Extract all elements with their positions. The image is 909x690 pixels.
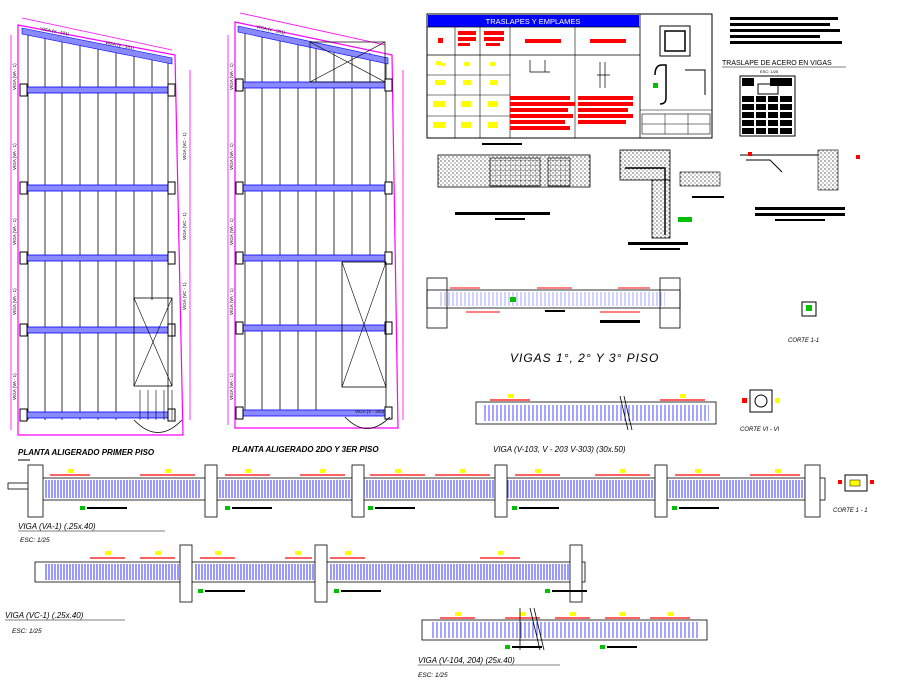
notes-block — [730, 17, 842, 44]
vigas-detail-top: VIGAS 1°, 2° Y 3° PISO — [426, 277, 681, 365]
viga-va1-scale: ESC: 1/25 — [20, 537, 50, 544]
svg-text:VIGA (VA - 1): VIGA (VA - 1) — [12, 218, 17, 245]
svg-text:VIGA (VA - 1): VIGA (VA - 1) — [229, 143, 234, 170]
corte-1-1-upper-label: CORTE 1-1 — [788, 338, 819, 344]
svg-text:VIGA (V - 201): VIGA (V - 201) — [256, 24, 286, 35]
svg-text:VIGA (VA - 1): VIGA (VA - 1) — [12, 143, 17, 170]
viga-vc1-scale: ESC: 1/25 — [12, 628, 42, 635]
traslapes-table: TRASLAPES Y EMPLAMES — [426, 13, 713, 139]
viga-v104-scale: ESC: 1/25 — [418, 672, 448, 679]
viga-v104: VIGA (V-104, 204) (25x.40) ESC: 1/25 — [418, 607, 708, 679]
plan-primer-piso-title: PLANTA ALIGERADO PRIMER PISO — [18, 448, 155, 457]
svg-text:VIGA (V - 101): VIGA (V - 101) — [40, 26, 70, 37]
traslape-acero-table: TRASLAPE DE ACERO EN VIGAS ESC: 1/25 — [722, 60, 846, 137]
viga-v103-title: VIGA (V-103, V - 203 V-303) (30x.50) — [493, 445, 626, 454]
plan-primer-piso: VIGA (VA - 1) VIGA (VA - 1) VIGA (VA - 1… — [10, 17, 191, 461]
svg-text:VIGA (VA - 1): VIGA (VA - 1) — [12, 63, 17, 90]
traslape-acero-title: TRASLAPE DE ACERO EN VIGAS — [722, 60, 832, 67]
svg-text:VIGA (VA - 1): VIGA (VA - 1) — [12, 288, 17, 315]
plan-2do-3er-piso-title: PLANTA ALIGERADO 2DO Y 3ER PISO — [232, 445, 379, 454]
svg-text:VIGA (VA - 1): VIGA (VA - 1) — [229, 373, 234, 400]
corte-vi-vi-label: CORTE VI - VI — [740, 427, 780, 433]
viga-v103: VIGA (V-103, V - 203 V-303) (30x.50) — [475, 394, 717, 454]
viga-va1-title: VIGA (VA-1) (.25x.40) — [18, 522, 96, 531]
svg-text:VIGA (VC - 1): VIGA (VC - 1) — [182, 132, 187, 160]
plan-2do-3er-piso: VIGA (VA - 1) VIGA (VA - 1) VIGA (VA - 1… — [227, 12, 404, 454]
traslape-acero-scale: ESC: 1/25 — [760, 69, 779, 74]
svg-text:VIGA (VA - 1): VIGA (VA - 1) — [229, 218, 234, 245]
svg-text:VIGA (VC - 1): VIGA (VC - 1) — [182, 282, 187, 310]
viga-va1: VIGA (VA-1) (.25x.40) ESC: 1/25 — [7, 464, 826, 544]
viga-v104-title: VIGA (V-104, 204) (25x.40) — [418, 656, 515, 665]
traslapes-table-title: TRASLAPES Y EMPLAMES — [486, 17, 581, 26]
section-details — [437, 143, 860, 250]
viga-vc1-title: VIGA (VC-1) (.25x.40) — [5, 611, 84, 620]
svg-text:VIGA (VA - 1): VIGA (VA - 1) — [12, 373, 17, 400]
svg-text:VIGA (V - 101): VIGA (V - 101) — [105, 40, 135, 51]
svg-text:VIGA (VA - 1): VIGA (VA - 1) — [229, 288, 234, 315]
viga-vc1: VIGA (VC-1) (.25x.40) ESC: 1/25 — [5, 544, 587, 635]
corte-1-1-lower-label: CORTE 1 - 1 — [833, 508, 868, 514]
corte-1-1-upper: CORTE 1-1 — [788, 301, 819, 344]
svg-text:VIGA (VA - 1): VIGA (VA - 1) — [229, 63, 234, 90]
svg-text:VIGA (V - 203): VIGA (V - 203) — [355, 409, 385, 414]
corte-vi-vi: CORTE VI - VI — [740, 389, 780, 433]
vigas-pisos-title: VIGAS 1°, 2° Y 3° PISO — [510, 351, 659, 365]
corte-1-1-lower: CORTE 1 - 1 — [833, 474, 874, 514]
svg-text:VIGA (VC - 1): VIGA (VC - 1) — [182, 212, 187, 240]
